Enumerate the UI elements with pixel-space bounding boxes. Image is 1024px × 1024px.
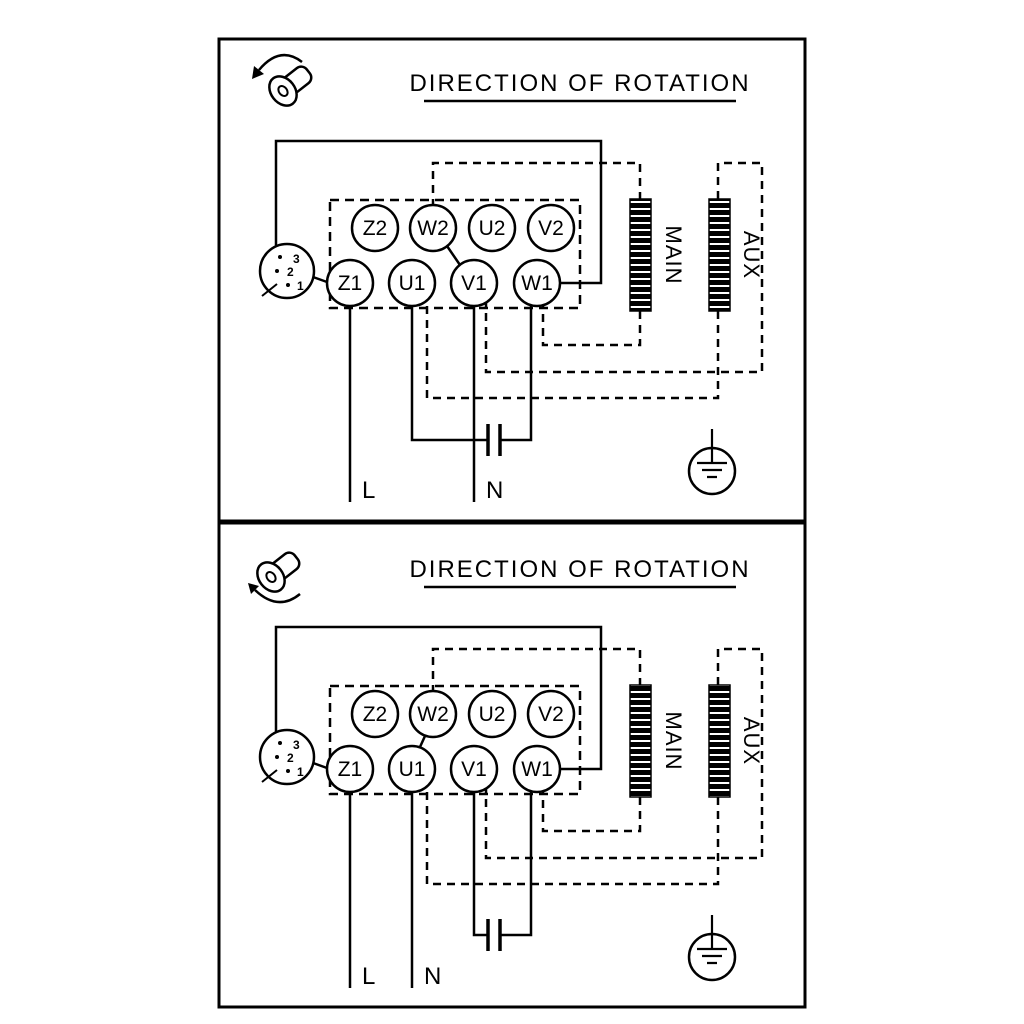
switch-lever	[261, 769, 278, 783]
svg-text:V2: V2	[538, 703, 564, 726]
terminal-u1: U1	[387, 258, 437, 308]
terminal-w2: W2	[408, 689, 458, 739]
terminal-u2: U2	[467, 689, 517, 739]
svg-text:1: 1	[297, 279, 304, 293]
terminal-z1: Z1	[325, 744, 375, 794]
panel-border	[217, 37, 807, 523]
terminal-v2: V2	[526, 203, 576, 253]
aux-winding-bar	[708, 198, 731, 312]
aux-winding: AUX	[708, 684, 764, 798]
terminal-box	[328, 684, 582, 796]
switch-contacts	[275, 741, 291, 773]
svg-text:W2: W2	[417, 217, 449, 240]
svg-text:Z1: Z1	[338, 272, 363, 295]
aux-winding-label: AUX	[739, 717, 764, 765]
main-winding-label: MAIN	[661, 712, 686, 771]
svg-text:1: 1	[297, 765, 304, 779]
terminal-w2: W2	[408, 203, 458, 253]
terminal-box	[328, 198, 582, 310]
aux-winding-bar	[708, 684, 731, 798]
terminal-u1: U1	[387, 744, 437, 794]
shaft-hub	[265, 571, 277, 583]
neutral-label: N	[486, 477, 503, 504]
svg-text:W1: W1	[521, 272, 553, 295]
switch-contacts	[275, 255, 291, 287]
neutral-label: N	[424, 963, 441, 990]
svg-text:W2: W2	[417, 703, 449, 726]
svg-text:U1: U1	[399, 758, 426, 781]
svg-text:2: 2	[287, 265, 294, 279]
panel-title: DIRECTION OF ROTATION	[409, 70, 750, 97]
svg-text:3: 3	[293, 252, 300, 266]
main-winding-label: MAIN	[661, 226, 686, 285]
main-winding-bar	[629, 684, 652, 798]
earth-ground-icon	[687, 915, 737, 982]
svg-text:Z1: Z1	[338, 758, 363, 781]
panel-title: DIRECTION OF ROTATION	[409, 556, 750, 583]
svg-text:V1: V1	[461, 272, 487, 295]
terminal-z2: Z2	[350, 203, 400, 253]
capacitor-icon	[486, 919, 502, 951]
aux-winding: AUX	[708, 198, 764, 312]
aux-winding-label: AUX	[739, 231, 764, 279]
capacitor-icon	[486, 424, 502, 456]
line-label: L	[362, 477, 375, 504]
svg-text:W1: W1	[521, 758, 553, 781]
terminal-v2: V2	[526, 689, 576, 739]
panel-border	[217, 521, 807, 1009]
svg-text:Z2: Z2	[363, 217, 388, 240]
svg-text:Z2: Z2	[363, 703, 388, 726]
line-label: L	[362, 963, 375, 990]
terminal-u2: U2	[467, 203, 517, 253]
supply-wires	[274, 139, 603, 502]
rotation-arrowhead	[252, 66, 264, 79]
terminal-z1: Z1	[325, 258, 375, 308]
shaft-hub	[277, 85, 289, 97]
selector-switch-icon: 3 2 1	[258, 242, 316, 300]
wiring-panel-2: DIRECTION OF ROTATION MAIN AUX Z2 W2 U2 …	[217, 521, 807, 1009]
rotation-arrowhead	[248, 583, 259, 594]
terminal-w1: W1	[512, 258, 562, 308]
svg-text:3: 3	[293, 738, 300, 752]
main-winding: MAIN	[629, 198, 686, 312]
switch-lever	[261, 283, 278, 297]
rotation-shaft-cw-icon	[248, 551, 301, 604]
terminal-v1: V1	[449, 258, 499, 308]
main-winding: MAIN	[629, 684, 686, 798]
rotation-arrow-cw-icon	[254, 589, 301, 604]
selector-switch-icon: 3 2 1	[258, 728, 316, 786]
svg-text:2: 2	[287, 751, 294, 765]
earth-ground-icon	[687, 429, 737, 496]
supply-wires	[274, 625, 603, 988]
rotation-arrow-ccw-icon	[258, 53, 303, 71]
main-winding-bar	[629, 198, 652, 312]
terminal-v1: V1	[449, 744, 499, 794]
winding-connection-wires	[425, 161, 764, 400]
svg-text:V1: V1	[461, 758, 487, 781]
winding-connection-wires	[425, 647, 764, 886]
wiring-panel-1: DIRECTION OF ROTATION MAIN AUX Z2 W2 U2 …	[217, 37, 807, 523]
svg-text:V2: V2	[538, 217, 564, 240]
rotation-shaft-ccw-icon	[252, 53, 313, 107]
svg-text:U2: U2	[479, 703, 506, 726]
svg-text:U1: U1	[399, 272, 426, 295]
terminal-z2: Z2	[350, 689, 400, 739]
svg-text:U2: U2	[479, 217, 506, 240]
terminal-w1: W1	[512, 744, 562, 794]
